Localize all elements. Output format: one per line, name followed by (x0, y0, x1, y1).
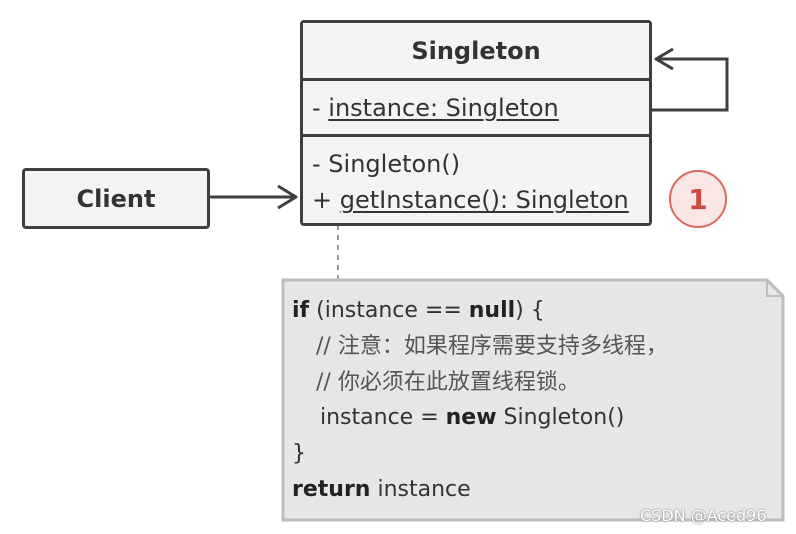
methods-section: - Singleton() + getInstance(): Singleton (303, 134, 649, 223)
method-visibility: + (312, 186, 340, 214)
client-box[interactable]: Client (22, 168, 210, 229)
client-dependency-arrowhead (277, 184, 298, 210)
code-line-assign: instance = new Singleton() (320, 405, 625, 431)
class-name-section: Singleton (303, 23, 649, 78)
code-line-close-brace: } (292, 441, 306, 467)
singleton-class-box[interactable]: Singleton - instance: Singleton - Single… (300, 20, 652, 226)
note-fold (766, 280, 783, 297)
badge-number: 1 (688, 182, 708, 216)
class-name: Singleton (411, 36, 541, 65)
code-line-return: return instance (292, 476, 471, 502)
code-note-text: if (instance == null) { // 注意：如果程序需要支持多线… (292, 293, 668, 508)
self-association-line (651, 57, 729, 112)
method-constructor: Singleton() (328, 150, 461, 178)
code-note: if (instance == null) { // 注意：如果程序需要支持多线… (282, 279, 784, 521)
step-number-badge: 1 (669, 170, 727, 228)
code-line-if: if (instance == null) { (292, 298, 545, 323)
code-comment-2: // 你必须在此放置线程锁。 (316, 369, 580, 395)
attribute-visibility: - (312, 93, 329, 122)
code-comment-1: // 注意：如果程序需要支持多线程， (316, 333, 668, 359)
method-getinstance: getInstance(): Singleton (339, 186, 629, 214)
attributes-section: - instance: Singleton (303, 78, 649, 134)
watermark: CSDN @Aced96 (640, 506, 767, 525)
method-visibility: - (312, 150, 329, 178)
note-shape (281, 278, 785, 522)
client-label: Client (76, 184, 156, 213)
self-association-arrowhead (654, 47, 674, 71)
attribute-instance: instance: Singleton (328, 93, 559, 122)
